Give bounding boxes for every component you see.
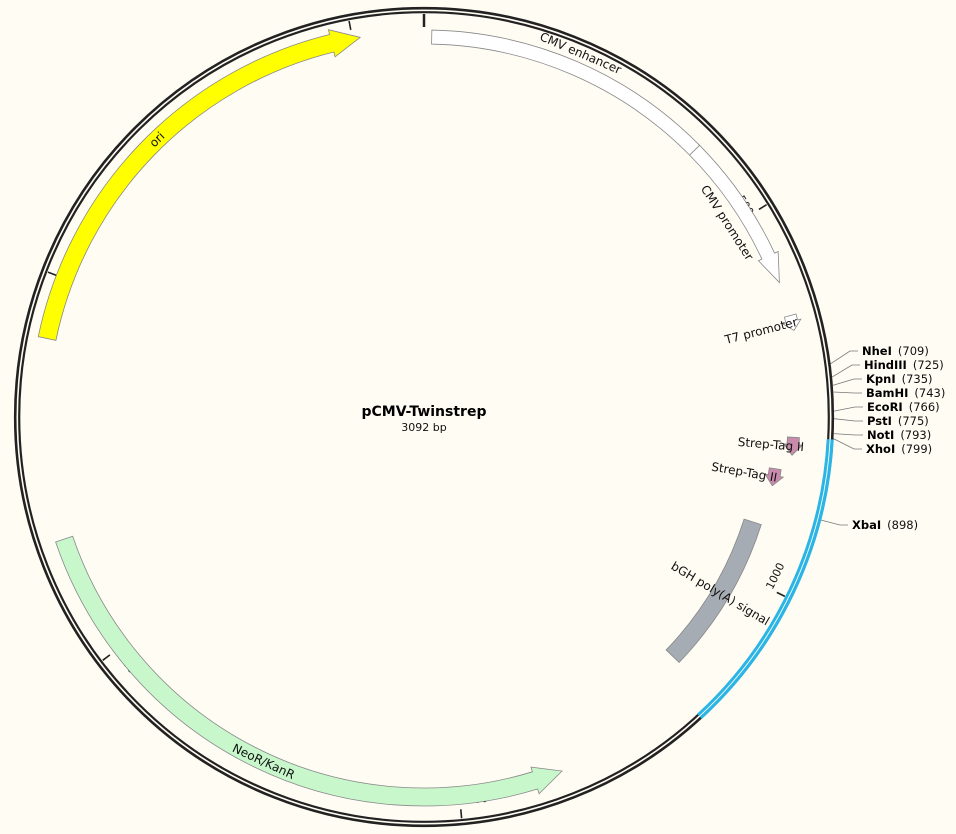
site-KpnI[interactable]: KpnI (735)	[866, 372, 933, 386]
site-leader-line	[833, 391, 862, 394]
highlight-outer	[699, 439, 834, 720]
site-NotI[interactable]: NotI (793)	[867, 428, 931, 442]
site-position: (743)	[914, 386, 945, 400]
backbone-inner	[18, 11, 830, 823]
site-position: (793)	[900, 428, 931, 442]
feature-bgh-polya[interactable]	[665, 518, 762, 664]
site-leader-line	[831, 364, 860, 378]
feature-ori[interactable]	[37, 29, 362, 341]
tick-mark	[47, 271, 57, 277]
site-position: (725)	[913, 358, 944, 372]
feature-strep-tag-1[interactable]	[782, 436, 804, 456]
site-leader-line	[830, 350, 858, 365]
site-name: BamHI	[866, 386, 908, 400]
selection-highlight	[697, 439, 834, 720]
feature-strep-tag-2[interactable]	[764, 467, 785, 487]
feature-label-strep-tag-1: Strep-Tag II	[737, 435, 804, 454]
site-leader-line	[833, 438, 862, 450]
site-position: (799)	[901, 442, 932, 456]
site-leader-line	[833, 406, 863, 412]
site-position: (709)	[898, 344, 929, 358]
tick-mark	[348, 20, 352, 31]
highlight-inner	[697, 439, 830, 717]
plasmid-backbone	[13, 6, 835, 828]
site-HindIII[interactable]: HindIII (725)	[864, 358, 944, 372]
tick-mark	[102, 654, 111, 661]
site-name: HindIII	[864, 358, 907, 372]
site-leader-line	[833, 433, 863, 436]
feature-label-strep-tag-2: Strep-Tag II	[710, 460, 778, 485]
feature-cmv-promoter[interactable]	[689, 144, 780, 284]
backbone-outer	[13, 6, 835, 828]
site-EcoRI[interactable]: EcoRI (766)	[867, 400, 940, 414]
site-name: NotI	[867, 428, 894, 442]
feature-label-t7-promoter: T7 promoter	[722, 315, 799, 347]
site-position: (735)	[902, 372, 933, 386]
site-BamHI[interactable]: BamHI (743)	[866, 386, 945, 400]
tick-mark	[459, 809, 463, 819]
site-name: XbaI	[852, 518, 881, 532]
tick-mark	[776, 591, 786, 598]
site-leader-line	[833, 418, 863, 422]
site-name: XhoI	[866, 442, 895, 456]
site-name: PstI	[867, 414, 892, 428]
site-position: (898)	[887, 518, 918, 532]
site-NheI[interactable]: NheI (709)	[862, 344, 929, 358]
feature-t7-promoter[interactable]	[781, 313, 802, 332]
restriction-sites: NheI (709)HindIII (725) KpnI (735)BamHI (743)…	[820, 344, 945, 532]
feature-neor-kanr[interactable]	[55, 535, 563, 807]
tick-mark	[758, 204, 767, 211]
plasmid-name: pCMV-Twinstrep	[362, 404, 487, 420]
tick-label: 1000	[763, 561, 787, 592]
feature-label-bgh-polya: bGH poly(A) signal	[669, 559, 772, 628]
site-name: NheI	[862, 344, 892, 358]
plasmid-length: 3092 bp	[401, 421, 446, 434]
site-PstI[interactable]: PstI (775)	[867, 414, 929, 428]
site-XbaI[interactable]: XbaI (898)	[852, 518, 918, 532]
site-leader-line	[820, 519, 848, 526]
site-name: KpnI	[866, 372, 896, 386]
site-position: (775)	[898, 414, 929, 428]
site-XhoI[interactable]: XhoI (799)	[866, 442, 932, 456]
site-position: (766)	[909, 400, 940, 414]
site-name: EcoRI	[867, 400, 903, 414]
site-leader-line	[832, 378, 862, 386]
